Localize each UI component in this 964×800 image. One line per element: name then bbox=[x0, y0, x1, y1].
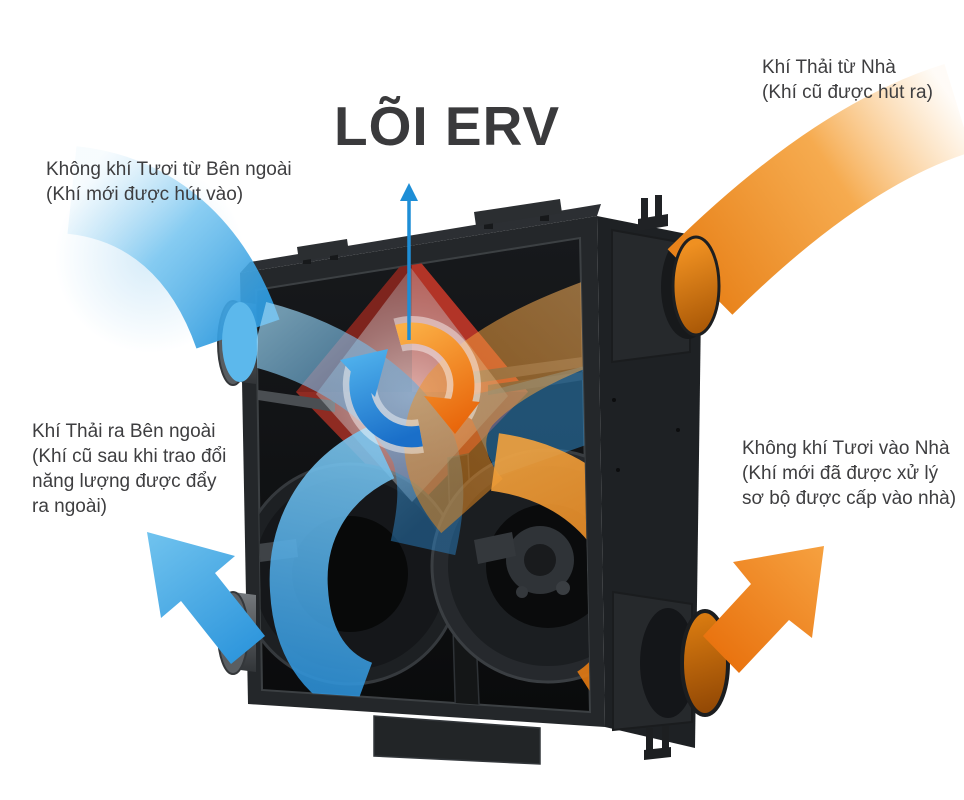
right-fan bbox=[430, 448, 590, 684]
label-line: ra ngoài) bbox=[32, 496, 107, 517]
fresh-air-intake-stream bbox=[66, 146, 280, 350]
label-line: Không khí Tươi từ Bên ngoài bbox=[46, 159, 292, 180]
label-line: (Khí cũ được hút ra) bbox=[762, 82, 933, 103]
cycle-blue-arrowhead bbox=[340, 349, 388, 397]
bottom-bracket bbox=[644, 726, 671, 760]
right-lower-duct-port bbox=[612, 590, 696, 732]
exhaust-port-face bbox=[671, 235, 721, 337]
mounting-foot bbox=[474, 199, 562, 229]
screw-dot bbox=[612, 398, 616, 402]
fresh-air-port-face bbox=[222, 302, 258, 382]
page-title: LÕI ERV bbox=[333, 95, 561, 157]
label-exhaust-from-house: Khí Thải từ Nhà (Khí cũ được hút ra) bbox=[762, 55, 933, 105]
screw-dot bbox=[676, 428, 680, 432]
hanging-bracket bbox=[638, 195, 668, 231]
label-line: (Khí mới đã được xử lý bbox=[742, 463, 939, 484]
label-line: sơ bộ được cấp vào nhà) bbox=[742, 488, 957, 509]
cycle-orange-arrowhead bbox=[424, 396, 480, 434]
orange-fan-swirl bbox=[490, 433, 590, 712]
exhaust-intake-stream bbox=[667, 64, 964, 315]
shelf-rail bbox=[258, 390, 335, 412]
mounting-foot bbox=[297, 239, 349, 264]
heat-exchange-cycle-icon bbox=[340, 316, 481, 454]
label-fresh-from-outside: Không khí Tươi từ Bên ngoài (Khí mới đượ… bbox=[46, 157, 292, 207]
label-line: Khí Thải từ Nhà bbox=[762, 57, 896, 78]
label-line: năng lượng được đẩy bbox=[32, 471, 217, 492]
blue-fan-swirl bbox=[269, 425, 396, 712]
label-line: (Khí mới được hút vào) bbox=[46, 184, 244, 205]
label-exhaust-to-outside: Khí Thải ra Bên ngoài (Khí cũ sau khi tr… bbox=[32, 419, 226, 519]
bottom-pedestal bbox=[373, 715, 541, 765]
label-line: Khí Thải ra Bên ngoài bbox=[32, 421, 216, 442]
label-line: Không khí Tươi vào Nhà bbox=[742, 438, 950, 459]
label-line: (Khí cũ sau khi trao đổi bbox=[32, 446, 227, 467]
label-fresh-into-house: Không khí Tươi vào Nhà (Khí mới đã được … bbox=[742, 436, 956, 511]
screw-dot bbox=[616, 468, 620, 472]
cycle-orange-arc bbox=[395, 322, 475, 417]
core-pointer-arrow bbox=[400, 183, 418, 340]
exhaust-outlet-arrow bbox=[147, 532, 265, 664]
supply-outlet-arrow bbox=[703, 546, 824, 673]
